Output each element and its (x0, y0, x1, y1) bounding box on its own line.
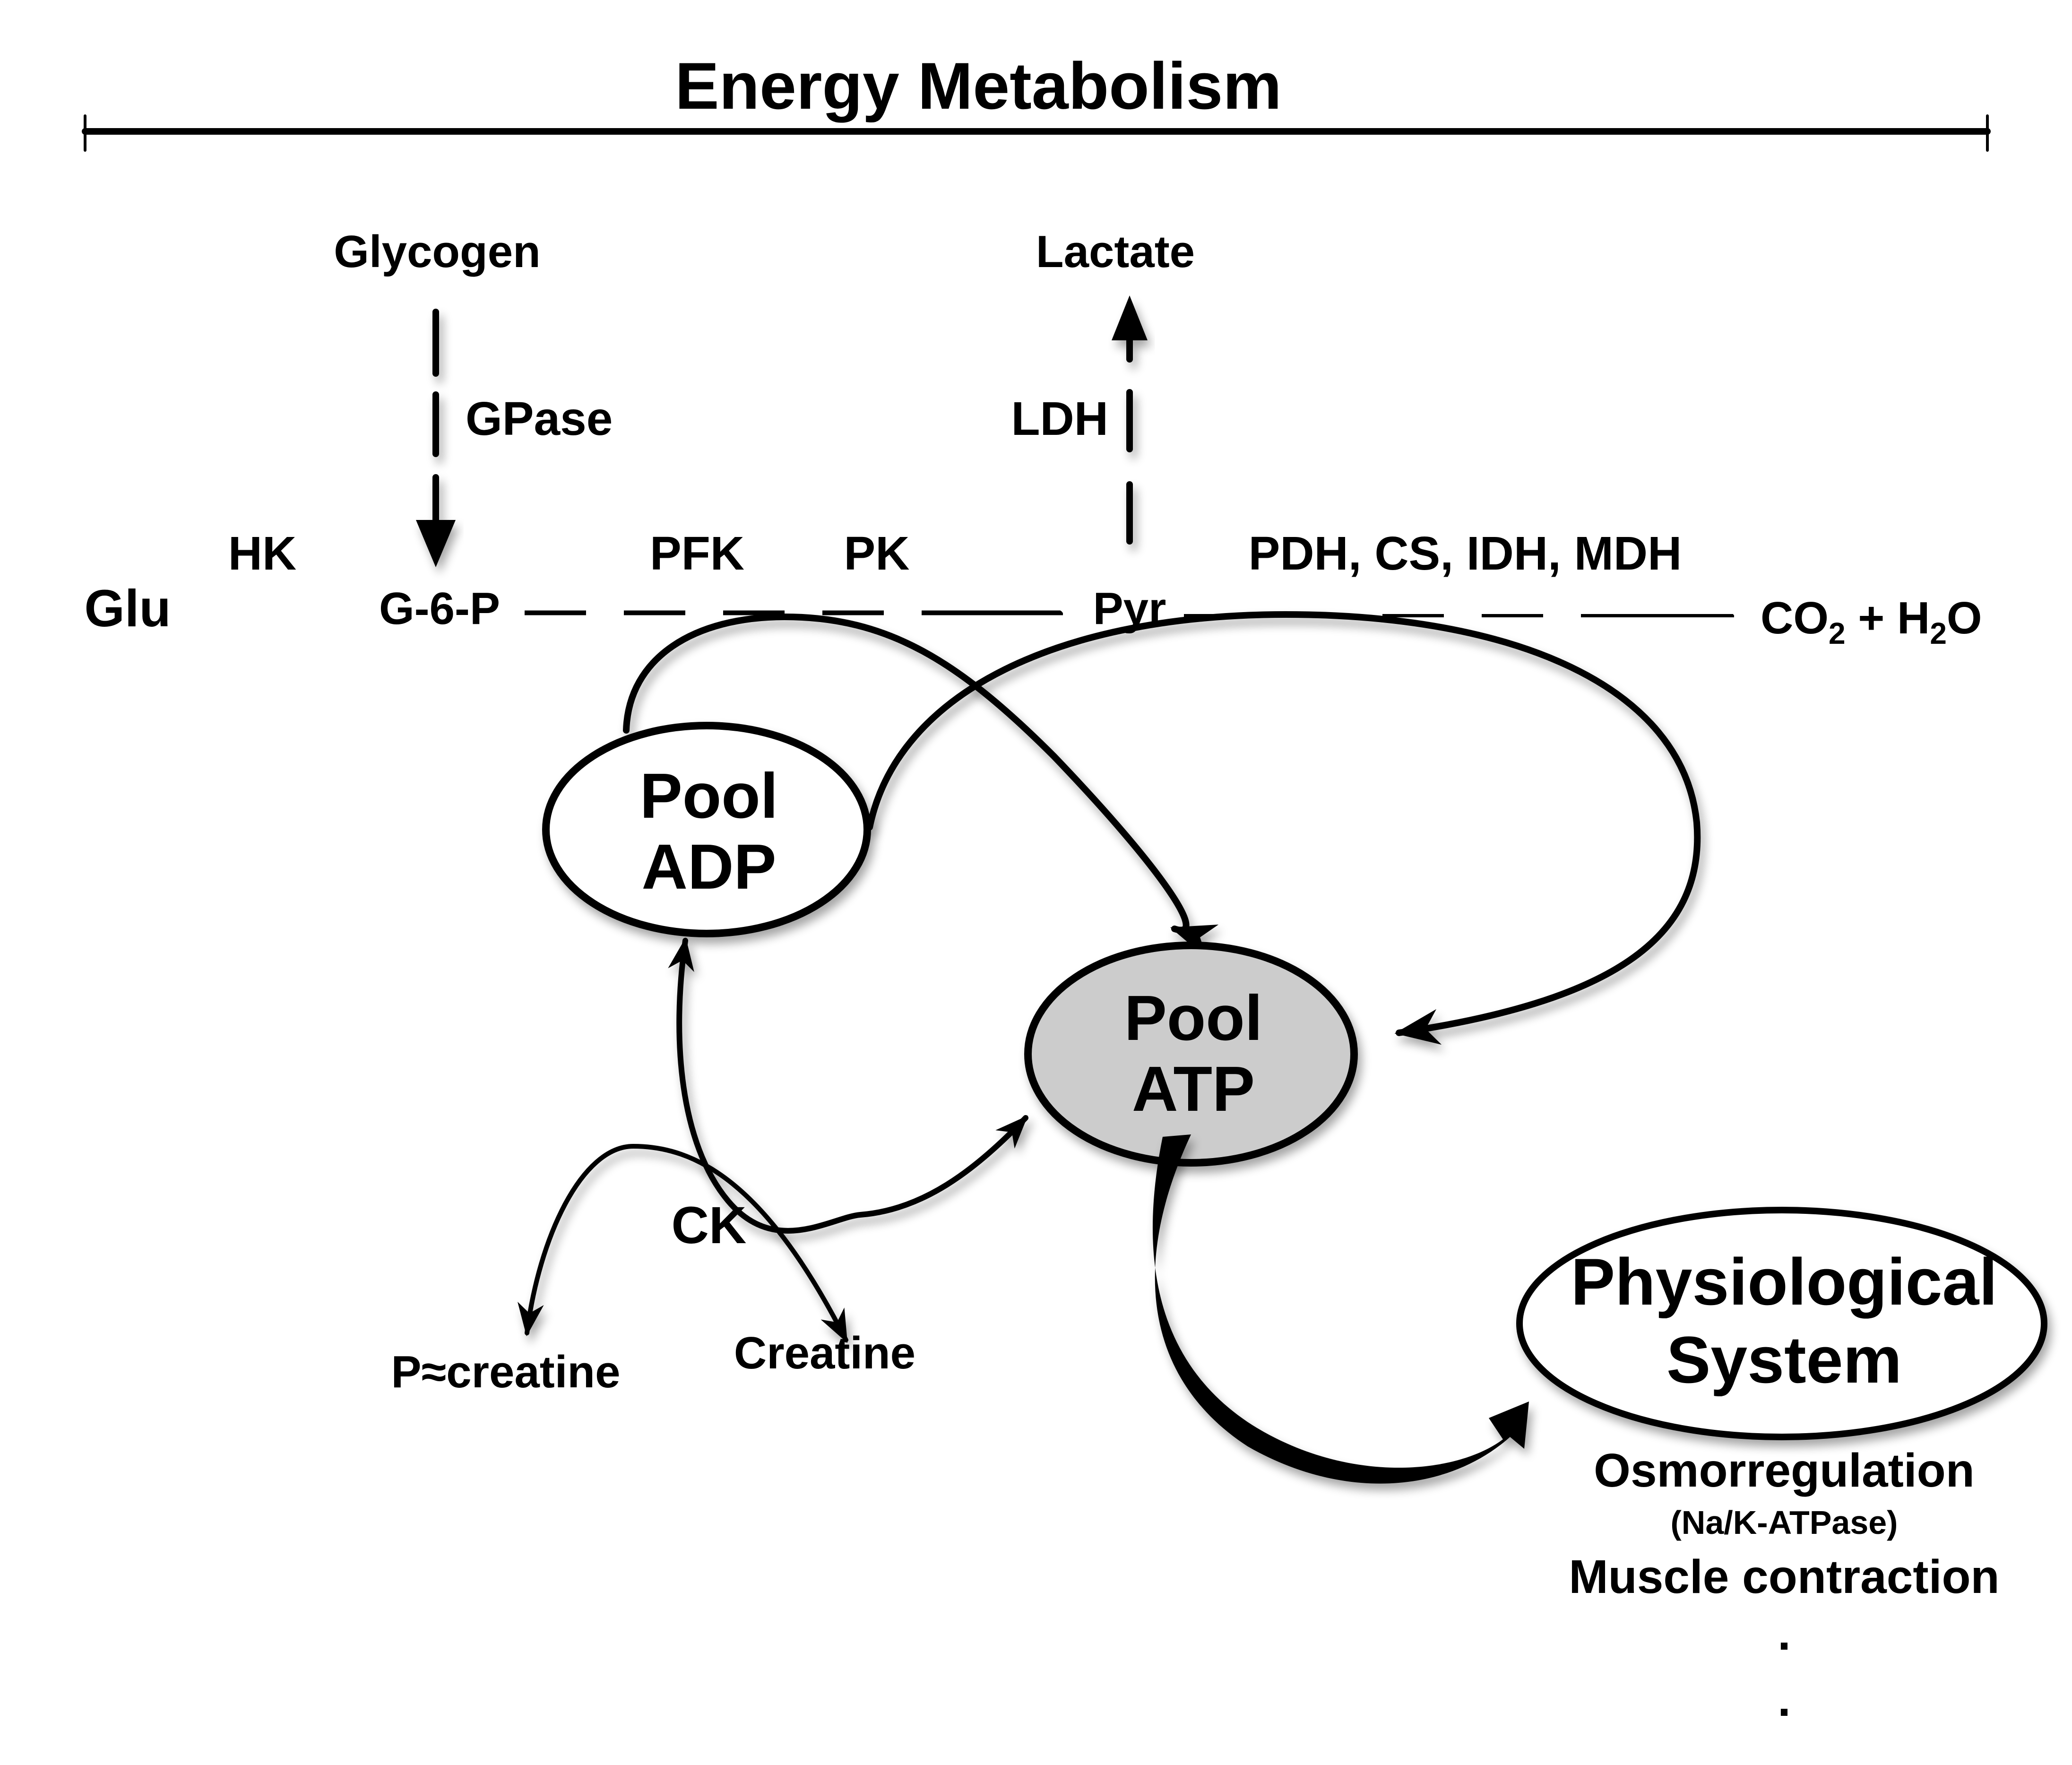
physiological-system-ellipse (1516, 1207, 2047, 1440)
atp-pool-line1: Pool (1124, 982, 1262, 1054)
pyr-to-lactate-arrow (1112, 295, 1148, 545)
diagram-title: Energy Metabolism (675, 49, 1282, 123)
oxidative-enzymes-label: PDH, CS, IDH, MDH (1249, 527, 1682, 580)
ck-adp-atp-arrow (668, 937, 1028, 1234)
g6p-to-pyr-arrow (524, 611, 1063, 614)
physiological-system-line2: System (1666, 1323, 1902, 1397)
function-muscle-contraction: Muscle contraction (1569, 1550, 1999, 1603)
atp-to-physiological-arrow (1152, 1134, 1529, 1484)
adp-pool-line1: Pool (640, 760, 778, 831)
pyr-to-co2-arrow (1183, 614, 1734, 617)
co2-text: CO (1761, 593, 1829, 643)
title-bracket (82, 114, 1991, 152)
hk-label: HK (228, 527, 296, 580)
function-osmoregulation: Osmorregulation (1594, 1444, 1975, 1497)
atp-pool-ellipse (1024, 942, 1358, 1167)
ck-label: CK (672, 1196, 747, 1255)
pk-label: PK (844, 527, 910, 580)
end-products-label: CO2 + H2O (1761, 593, 1982, 650)
glycolysis-atp-loop-arrow (623, 613, 1219, 959)
atp-pool: Pool ATP (1024, 942, 1358, 1167)
adp-pool-line2: ADP (641, 831, 776, 902)
ldh-label: LDH (1011, 392, 1108, 445)
glycogen-to-g6p-arrow (416, 309, 456, 567)
atp-pool-line2: ATP (1132, 1053, 1255, 1125)
creatine-label: Creatine (734, 1328, 915, 1378)
physiological-system-line1: Physiological (1571, 1245, 1997, 1319)
glucose-label: Glu (84, 580, 171, 638)
function-na-k-atpase: (Na/K-ATPase) (1670, 1504, 1898, 1541)
function-ellipsis-1: . (1778, 1607, 1791, 1660)
g6p-label: G-6-P (379, 583, 500, 634)
function-ellipsis-2: . (1778, 1673, 1791, 1726)
gpase-label: GPase (466, 392, 613, 445)
pfk-label: PFK (650, 527, 744, 580)
oxidative-atp-loop-arrow (866, 611, 1701, 1045)
ck-creatine-arc (518, 1143, 848, 1343)
adp-pool-ellipse (542, 722, 871, 937)
glycogen-label: Glycogen (334, 226, 540, 277)
physiological-system: Physiological System (1516, 1207, 2047, 1440)
phosphocreatine-label: P≈creatine (391, 1347, 621, 1397)
adp-pool: Pool ADP (542, 722, 871, 937)
lactate-label: Lactate (1036, 226, 1195, 277)
